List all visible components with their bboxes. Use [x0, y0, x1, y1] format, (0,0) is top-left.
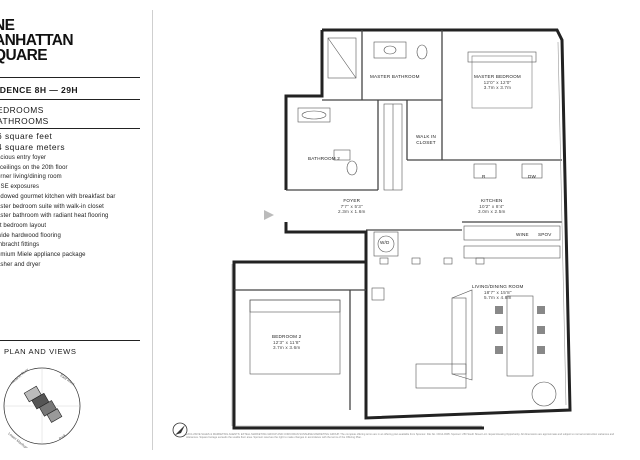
- sidebar-divider: [152, 10, 153, 450]
- divider-rule: [0, 128, 140, 129]
- feature-item: asher and dryer: [0, 261, 41, 268]
- washer-dryer-label: W/D: [380, 240, 390, 245]
- feature-item: aster bedroom suite with walk-in closet: [0, 203, 104, 210]
- room-walk-in-closet: WALK IN CLOSET: [415, 134, 437, 145]
- spov-label: SPOV: [538, 232, 552, 237]
- feature-item: / SE exposures: [0, 184, 40, 191]
- refrigerator-label: R: [482, 174, 486, 179]
- legal-fine-print: EXCLUSIVE SALES & MARKETING AGENTS: EXTE…: [186, 433, 615, 440]
- dining-chairs: [495, 306, 545, 354]
- windows: [231, 41, 567, 427]
- bedrooms-count: EDROOMS: [0, 105, 44, 115]
- wine-label: WINE: [516, 232, 529, 237]
- fixtures: [249, 37, 561, 407]
- room-bedroom-2: BEDROOM 2 12'3" x 11'8" 3.7m x 3.6m: [272, 334, 302, 351]
- room-master-bedroom: MASTER BEDROOM 12'0" x 12'0" 3.7m x 3.7m: [474, 74, 521, 91]
- room-kitchen: KITCHEN 10'2" x 8'4" 3.0m x 2.5m: [478, 198, 506, 215]
- logo-line-1: NE: [0, 17, 15, 34]
- feature-item: aster bathroom with radiant heat floorin…: [0, 213, 109, 220]
- square-meters: 4 square meters: [0, 142, 66, 152]
- logo-line-3: QUARE: [0, 47, 48, 64]
- brand-logo: NE ANHATTAN QUARE: [0, 17, 74, 64]
- residence-title: IDENCE 8H — 29H: [0, 85, 78, 95]
- bathrooms-count: ATHROOMS: [0, 116, 49, 126]
- compass-label: Lower Manhattan: [7, 432, 31, 448]
- entry-arrow-icon: [264, 210, 274, 220]
- compass-label: East River: [59, 374, 76, 387]
- sidebar: NE ANHATTAN QUARE IDENCE 8H — 29H EDROOM…: [0, 0, 152, 460]
- floor-plan-drawing: [231, 28, 572, 430]
- exterior-walls: [232, 28, 572, 430]
- room-master-bathroom: MASTER BATHROOM: [370, 74, 420, 79]
- compass-label: Park: [58, 433, 67, 441]
- floor-plan: MASTER BATHROOM MASTER BEDROOM 12'0" x 1…: [152, 0, 640, 460]
- feature-item: ndowed gourmet kitchen with breakfast ba…: [0, 193, 116, 200]
- feature-item: ' ceilings on the 20th floor: [0, 164, 68, 171]
- logo-line-2: ANHATTAN: [0, 32, 74, 49]
- feature-item: orner living/dining room: [0, 174, 62, 181]
- room-living-dining: LIVING/DINING ROOM 18'7" x 15'8" 5.7m x …: [472, 284, 524, 301]
- dishwasher-label: DW: [528, 174, 537, 179]
- square-feet: 6 square feet: [0, 131, 53, 141]
- feature-item: lit bedroom layout: [0, 222, 47, 229]
- compass-map-icon: Hudson River East River Lower Manhattan …: [3, 367, 81, 448]
- interior-walls: [234, 30, 562, 410]
- feature-item: acious entry foyer: [0, 155, 47, 161]
- plan-and-views-link[interactable]: PLAN AND VIEWS: [4, 347, 77, 356]
- divider-rule: [0, 99, 140, 100]
- room-foyer: FOYER 7'7" x 5'3" 2.3m x 1.6m: [338, 198, 366, 215]
- compass-label: Hudson River: [10, 367, 30, 385]
- room-bathroom-2: BATHROOM 2: [308, 156, 341, 161]
- feature-item: mbracht fittings: [0, 242, 40, 249]
- divider-rule: [0, 77, 140, 78]
- feature-list: acious entry foyer ' ceilings on the 20t…: [0, 154, 116, 270]
- feature-item: wide hardwood flooring: [0, 232, 61, 239]
- feature-item: emium Miele appliance package: [0, 252, 86, 259]
- divider-rule: [0, 340, 140, 341]
- north-arrow-icon: [172, 422, 188, 438]
